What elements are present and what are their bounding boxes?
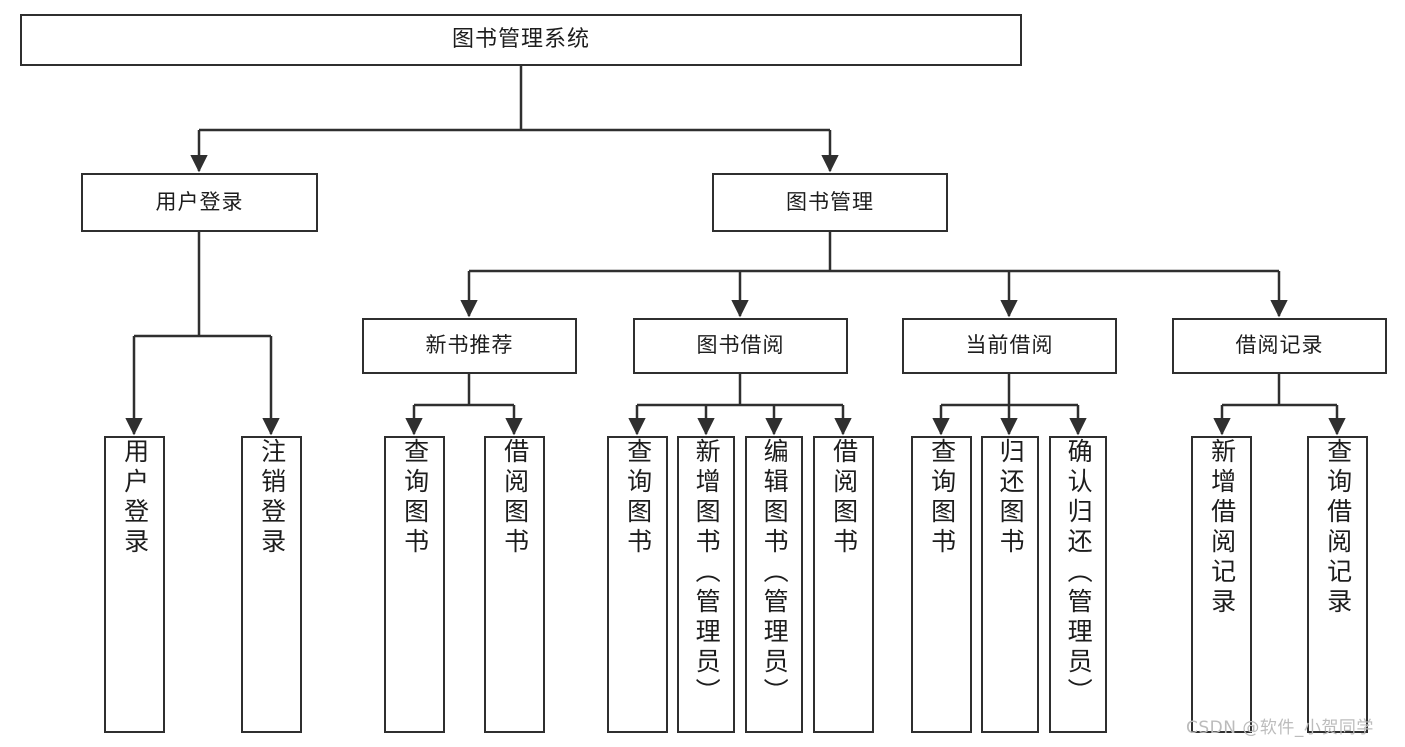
node-label: 借阅记录	[1235, 333, 1324, 358]
leaf-query-book-current[interactable]: 查询图书	[911, 436, 972, 733]
node-label: 用户登录	[155, 189, 244, 214]
leaf-user-login[interactable]: 用户登录	[104, 436, 165, 733]
node-label: 查询图书	[927, 438, 957, 558]
leaf-borrow-book-recommendation[interactable]: 借阅图书	[484, 436, 545, 733]
node-user-login[interactable]: 用户登录	[81, 173, 318, 232]
node-book-manage[interactable]: 图书管理	[712, 173, 948, 232]
node-label: 图书管理系统	[451, 26, 590, 52]
node-label: 当前借阅	[965, 333, 1054, 358]
leaf-user-logout[interactable]: 注销登录	[241, 436, 302, 733]
node-label: 注销登录	[257, 438, 287, 558]
node-label: 用户登录	[120, 438, 150, 558]
node-label: 查询图书	[623, 438, 653, 558]
node-label: 图书管理	[786, 189, 874, 214]
leaf-borrow-book-borrow[interactable]: 借阅图书	[813, 436, 874, 733]
node-label: 查询借阅记录	[1323, 438, 1353, 618]
leaf-add-book-admin[interactable]: 新增图书（管理员）	[677, 436, 735, 733]
leaf-edit-book-admin[interactable]: 编辑图书（管理员）	[745, 436, 803, 733]
node-label: 借阅图书	[829, 438, 859, 558]
node-label: 确认归还（管理员）	[1064, 438, 1094, 708]
node-label: 借阅图书	[500, 438, 530, 558]
node-new-book-recommendation[interactable]: 新书推荐	[362, 318, 577, 374]
leaf-return-book[interactable]: 归还图书	[981, 436, 1039, 733]
node-label: 新增图书（管理员）	[692, 438, 722, 708]
leaf-query-book-borrow[interactable]: 查询图书	[607, 436, 668, 733]
leaf-confirm-return-admin[interactable]: 确认归还（管理员）	[1049, 436, 1107, 733]
node-borrow-record[interactable]: 借阅记录	[1172, 318, 1387, 374]
node-label: 归还图书	[996, 438, 1026, 558]
leaf-add-borrow-record[interactable]: 新增借阅记录	[1191, 436, 1252, 733]
node-label: 图书借阅	[696, 333, 785, 358]
node-book-borrow[interactable]: 图书借阅	[633, 318, 848, 374]
leaf-query-book-recommendation[interactable]: 查询图书	[384, 436, 445, 733]
node-label: 查询图书	[400, 438, 430, 558]
leaf-query-borrow-record[interactable]: 查询借阅记录	[1307, 436, 1368, 733]
node-label: 编辑图书（管理员）	[760, 438, 790, 708]
node-current-borrow[interactable]: 当前借阅	[902, 318, 1117, 374]
node-root-system[interactable]: 图书管理系统	[20, 14, 1022, 66]
node-label: 新书推荐	[425, 333, 514, 358]
node-label: 新增借阅记录	[1207, 438, 1237, 618]
